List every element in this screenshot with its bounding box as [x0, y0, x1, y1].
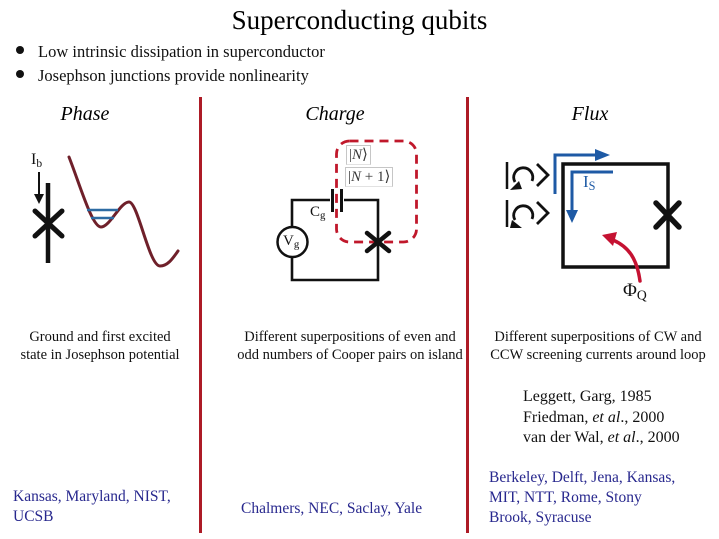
phase-diagram [32, 155, 180, 268]
bullet-text: Low intrinsic dissipation in superconduc… [38, 42, 325, 61]
ccw-current-ket-icon [505, 200, 550, 228]
flux-references: Leggett, Garg, 1985 Friedman, et al., 20… [523, 387, 680, 449]
gate-capacitor-icon [331, 189, 343, 212]
charge-circuit-loop [290, 198, 380, 282]
charge-description: Different superpositions of even and odd… [237, 329, 463, 363]
page-title: Superconducting qubits [231, 5, 488, 35]
cw-current-ket-icon [505, 162, 550, 190]
bullet-icon [16, 70, 24, 79]
flux-quantum-label: ΦQ [623, 280, 647, 303]
outer-current-arrow [553, 149, 610, 194]
flux-diagram [505, 149, 682, 283]
column-separator [466, 97, 469, 533]
bullet-text: Josephson junctions provide nonlinearity [38, 66, 309, 85]
bullet-item: Josephson junctions provide nonlinearity [16, 66, 309, 88]
charge-diagram [276, 139, 418, 282]
bias-arrowhead-icon [34, 194, 44, 204]
charge-state-n: |N⟩ [346, 145, 371, 165]
column-separator [199, 97, 202, 533]
josephson-junction-x-icon [32, 208, 65, 239]
flux-loop [561, 162, 670, 269]
reference-line: Leggett, Garg, 1985 [523, 388, 652, 405]
gate-capacitance-label: Cg [310, 204, 326, 222]
charge-credits: Chalmers, NEC, Saclay, Yale [241, 500, 423, 517]
bias-current-label: Ib [31, 151, 43, 170]
energy-levels [87, 208, 118, 220]
flux-header: Flux [571, 103, 609, 125]
flux-description: Different superpositions of CW and CCW s… [490, 329, 706, 363]
phase-header: Phase [60, 103, 110, 125]
josephson-junction-x-icon [364, 230, 392, 254]
flux-credits: Berkeley, Delft, Jena, Kansas, MIT, NTT,… [489, 469, 676, 526]
reference-line: van der Wal, et al., 2000 [523, 429, 680, 446]
bullet-icon [16, 46, 24, 55]
flux-quantum-arrow [602, 232, 642, 283]
charge-header: Charge [305, 103, 365, 125]
reference-line: Friedman, et al., 2000 [523, 408, 665, 426]
bullet-item: Low intrinsic dissipation in superconduc… [16, 42, 325, 64]
josephson-junction-x-icon [653, 200, 682, 230]
voltage-source-circle [276, 225, 309, 259]
josephson-potential-curve [67, 155, 180, 268]
phase-credits: Kansas, Maryland, NIST, UCSB [13, 488, 171, 525]
screening-current-arrow [566, 170, 613, 223]
screening-current-label: IS [583, 172, 596, 194]
charge-state-n-plus-1: |N + 1⟩ [345, 167, 394, 187]
gate-voltage-label: Vg [283, 233, 300, 251]
phase-description: Ground and first excited state in Joseph… [20, 329, 180, 363]
